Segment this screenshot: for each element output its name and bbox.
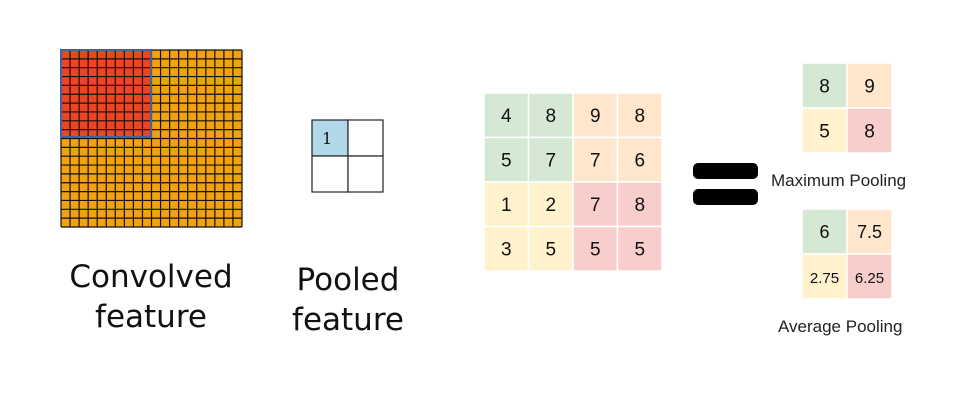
matrix-cell — [616, 92, 663, 139]
matrix-cell-value: 5 — [819, 121, 830, 142]
matrix-cell — [527, 136, 574, 183]
convolved-feature-grid — [60, 49, 243, 228]
matrix-cell-value: 7.5 — [857, 222, 882, 242]
matrix-cell-value: 6.25 — [855, 270, 884, 287]
matrix-cell-value: 5 — [545, 240, 556, 261]
matrix-cell-value: 6 — [819, 222, 829, 242]
pooled-caption-line-2: feature — [292, 302, 404, 338]
matrix-cell-value: 8 — [634, 195, 645, 216]
matrix-cell-value: 4 — [501, 106, 512, 127]
max-pooling-matrix: 8 9 5 8 — [801, 62, 893, 154]
matrix-cell — [616, 225, 663, 272]
matrix-cell — [572, 225, 619, 272]
matrix-cell — [801, 62, 848, 109]
matrix-cell — [616, 181, 663, 228]
pooled-cell-value: 1 — [322, 129, 332, 148]
matrix-cell-value: 9 — [864, 76, 875, 97]
matrix-cell — [801, 208, 848, 255]
matrix-cell — [846, 253, 893, 300]
matrix-cell-value: 5 — [590, 240, 601, 261]
matrix-cell — [846, 107, 893, 154]
matrix-cell-value: 8 — [819, 76, 830, 97]
matrix-cell — [572, 136, 619, 183]
matrix-cell-value: 8 — [634, 106, 645, 127]
convolved-caption-line-1: Convolved — [69, 259, 233, 295]
pooled-cell — [311, 155, 349, 193]
matrix-cell-value: 3 — [501, 240, 512, 261]
matrix-cell-value: 7 — [590, 195, 601, 216]
matrix-cell-value: 7 — [590, 151, 601, 172]
convolved-highlight-border — [60, 49, 152, 138]
matrix-cell — [846, 208, 893, 255]
matrix-cell-value: 5 — [501, 151, 512, 172]
average-pooling-label: Average Pooling — [778, 317, 903, 336]
matrix-cell — [483, 225, 530, 272]
matrix-cell-value: 2.75 — [810, 270, 839, 287]
pooled-cell — [347, 155, 384, 193]
equals-icon — [693, 163, 758, 205]
maximum-pooling-label: Maximum Pooling — [771, 171, 907, 190]
pooled-caption-line-1: Pooled — [296, 262, 400, 298]
matrix-cell-value: 1 — [501, 195, 512, 216]
convolved-feature-caption: Convolved feature — [46, 257, 256, 337]
matrix-cell-value: 5 — [634, 240, 645, 261]
average-pooling-matrix: 6 7.5 2.75 6.25 — [801, 208, 893, 300]
matrix-cell — [801, 107, 848, 154]
matrix-cell-value: 2 — [545, 195, 556, 216]
matrix-cell-value: 6 — [634, 151, 645, 172]
matrix-cell — [527, 92, 574, 139]
matrix-cell — [616, 136, 663, 183]
pooled-cell — [347, 119, 384, 157]
input-matrix: 4 8 9 8 5 7 7 6 1 2 7 8 3 5 5 5 — [483, 92, 663, 272]
convolved-caption-line-2: feature — [95, 299, 207, 335]
matrix-cell-value: 8 — [864, 121, 875, 142]
pooled-feature-grid: 1 — [311, 119, 384, 193]
matrix-cell-value: 8 — [545, 106, 556, 127]
pooled-feature-caption: Pooled feature — [268, 260, 428, 340]
matrix-cell — [572, 92, 619, 139]
matrix-cell — [483, 92, 530, 139]
matrix-cell-value: 7 — [545, 151, 556, 172]
matrix-cell-value: 9 — [590, 106, 601, 127]
